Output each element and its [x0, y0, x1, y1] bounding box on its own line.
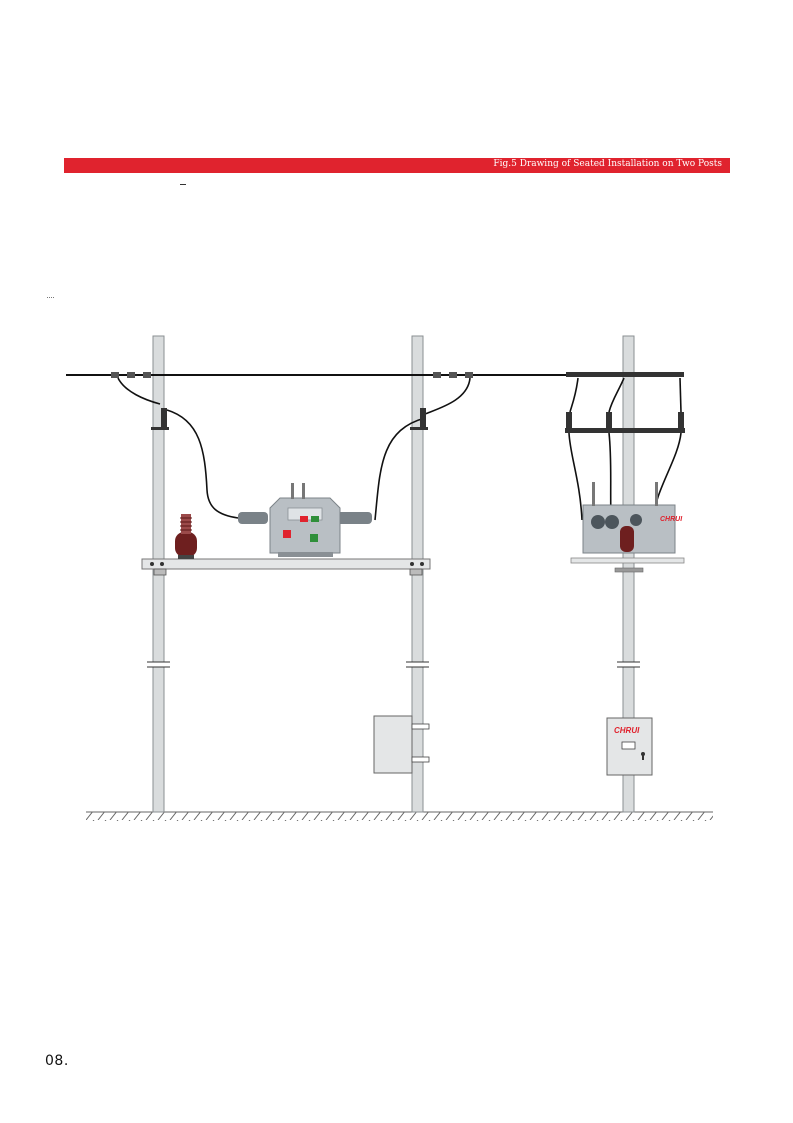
mark	[47, 297, 54, 299]
control-box-right: CHRUI	[606, 717, 653, 776]
left-post	[147, 335, 170, 813]
control-box-middle	[373, 715, 430, 774]
mounting-beam	[141, 558, 431, 576]
figure-title: Fig.5 Drawing of Seated Installation on …	[493, 159, 722, 169]
voltage-transformer	[175, 514, 197, 559]
right-crossarm-lower	[565, 412, 685, 433]
switch-brand: CHRUI	[660, 516, 683, 523]
mark	[180, 184, 186, 185]
figure-header-bar: Fig.5 Drawing of Seated Installation on …	[64, 158, 730, 173]
pole-mounted-switch: CHRUI	[570, 482, 685, 573]
right-crossarm-top	[566, 372, 684, 377]
page-number: 08.	[45, 1053, 69, 1069]
control-box-brand: CHRUI	[614, 726, 640, 735]
pin-insulators	[151, 408, 428, 430]
installation-drawing: CHRUI CHRUI	[66, 335, 713, 821]
ground	[86, 811, 713, 821]
recloser-switch	[238, 483, 372, 557]
overhead-line	[66, 372, 570, 378]
drop-leads	[117, 377, 471, 521]
